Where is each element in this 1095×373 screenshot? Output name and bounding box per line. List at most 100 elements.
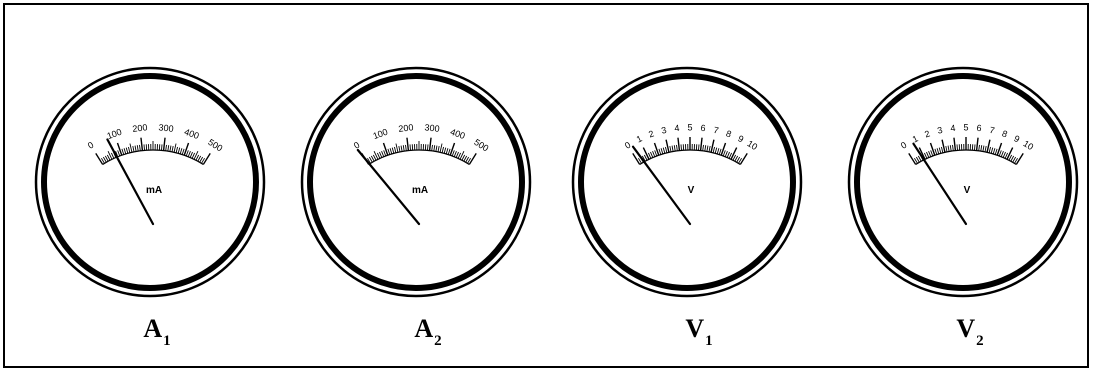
meter-v1-tick: [653, 142, 660, 156]
meter-v2-tick: [918, 147, 926, 160]
meter-a2-tick: [467, 157, 471, 164]
meter-v2-tick: [915, 156, 920, 163]
meter-v1-letter: V: [685, 314, 705, 343]
meter-v2-scale-arc: [915, 149, 1017, 165]
meter-v2-tick-label: 5: [963, 122, 968, 132]
meter-a2-tick: [461, 154, 466, 161]
meter-v1-tick: [671, 145, 674, 152]
meter-a2-tick: [370, 155, 375, 162]
meter-v2-tick: [945, 145, 948, 153]
meter-v1-tick: [652, 151, 656, 157]
meter-a2-tick: [391, 147, 395, 154]
meter-v1-tick: [664, 146, 668, 153]
meter-v1-tick: [642, 147, 650, 160]
meter-v2-tick: [984, 145, 987, 153]
meter-a2-needle: [356, 148, 421, 226]
meter-a2-tick: [373, 151, 379, 160]
meter-a1-tick: [143, 144, 145, 151]
meter-v1-tick: [704, 145, 707, 152]
meter-v1-tick-label: 10: [745, 138, 759, 152]
meter-a1-tick: [102, 156, 107, 163]
meter-v2-tick: [940, 146, 944, 153]
meter-v1-tick: [739, 153, 748, 165]
meter-v2-tick: [941, 139, 946, 153]
meter-a1-scale-arc: [102, 149, 204, 165]
meter-a2-tick: [447, 148, 451, 155]
meter-a2-tick: [435, 145, 438, 152]
meter-a1-tick-label: 0: [86, 140, 96, 151]
meter-v2-tick-label: 4: [950, 123, 956, 133]
meter-v2-tick: [1006, 147, 1014, 160]
meter-v1-tick: [654, 150, 658, 157]
meter-a1-tick: [191, 152, 196, 159]
meter-a2-tick: [398, 145, 401, 153]
meter-a2-tick: [395, 143, 399, 153]
meter-v2-letter: V: [956, 314, 976, 343]
meter-a1-tick: [140, 137, 144, 151]
meter-v2-tick: [996, 142, 1003, 156]
meter-a2-subscript: 2: [434, 333, 442, 349]
meter-a2-tick-label: 200: [398, 122, 414, 134]
meter-v2-outer-ring: [847, 66, 1079, 298]
meter-v2-tick-label: 8: [1001, 128, 1009, 139]
meter-v2-tick-label: 0: [899, 140, 909, 151]
meter-v1-tick: [710, 139, 715, 153]
meter-v2-tick: [917, 155, 922, 162]
meter-a1-tick: [139, 144, 141, 151]
meter-v2-tick: [914, 157, 918, 164]
meter-v2-tick: [1010, 155, 1015, 162]
meter-a1-tick: [121, 148, 125, 155]
meter-v1-tick: [728, 152, 733, 159]
meter-v1-tick: [638, 157, 642, 164]
meter-a2-tick: [389, 148, 393, 155]
meter-a2-tick: [402, 145, 405, 152]
meter-a2-tick: [463, 155, 468, 162]
meter-a2-unit: mA: [412, 185, 428, 196]
meter-a2-tick: [441, 146, 445, 153]
meter-v1-tick: [669, 145, 672, 153]
meter-a1-tick: [125, 147, 129, 154]
meter-a1-tick: [181, 148, 185, 155]
meter-a2-tick: [381, 151, 385, 157]
meter-v1-tick: [665, 139, 670, 153]
meter-v2-tick: [934, 148, 938, 155]
meter-v1-tick: [662, 147, 666, 154]
meter-a2-tick: [409, 144, 411, 151]
meter-v2-tick-label: 10: [1021, 138, 1035, 152]
meter-v1-tick: [714, 147, 718, 154]
meter-v1-tick-label: 7: [713, 125, 720, 136]
meter-a1-tick: [167, 145, 170, 152]
meter-v1-tick-label: 1: [635, 133, 644, 144]
meter-v1-tick-label: 4: [674, 123, 680, 133]
meter-v2-tick: [956, 144, 958, 151]
meter-v2-tick: [949, 145, 952, 152]
meter-v2-tick-label: 3: [936, 125, 943, 136]
meter-v2-tick: [994, 148, 998, 155]
meter-v1-tick: [676, 144, 678, 151]
meter-v2-tick: [980, 145, 983, 152]
meter-v1-tick: [643, 154, 648, 161]
meter-v2-tick: [928, 151, 932, 157]
meter-a2-tick: [459, 151, 465, 160]
meter-a2-tick: [368, 156, 373, 163]
meter-v1-tick: [706, 145, 709, 152]
meter-v1-tick: [641, 155, 646, 162]
meter-v2-bezel: [854, 73, 1072, 291]
meter-v2-label: V2: [956, 314, 983, 349]
meter-v1-tick: [680, 144, 682, 151]
meter-v1-tick: [726, 151, 730, 158]
meter-a1-tick: [127, 146, 131, 153]
meter-a1-label: A1: [143, 314, 170, 349]
meter-a1-tick: [171, 145, 174, 153]
meter-a1-tick-label: 300: [158, 122, 174, 134]
meter-a1-tick: [187, 151, 191, 157]
meter-a2-tick: [439, 143, 443, 153]
meter-a1-tick: [132, 145, 135, 153]
meter-v1-tick: [732, 154, 737, 161]
meter-a1-tick: [173, 143, 177, 153]
meter-v1-tick-label: 9: [736, 133, 745, 144]
meter-v1-unit: V: [688, 185, 695, 196]
meter-v1-tick: [650, 151, 654, 158]
meter-v2-tick: [988, 146, 992, 153]
